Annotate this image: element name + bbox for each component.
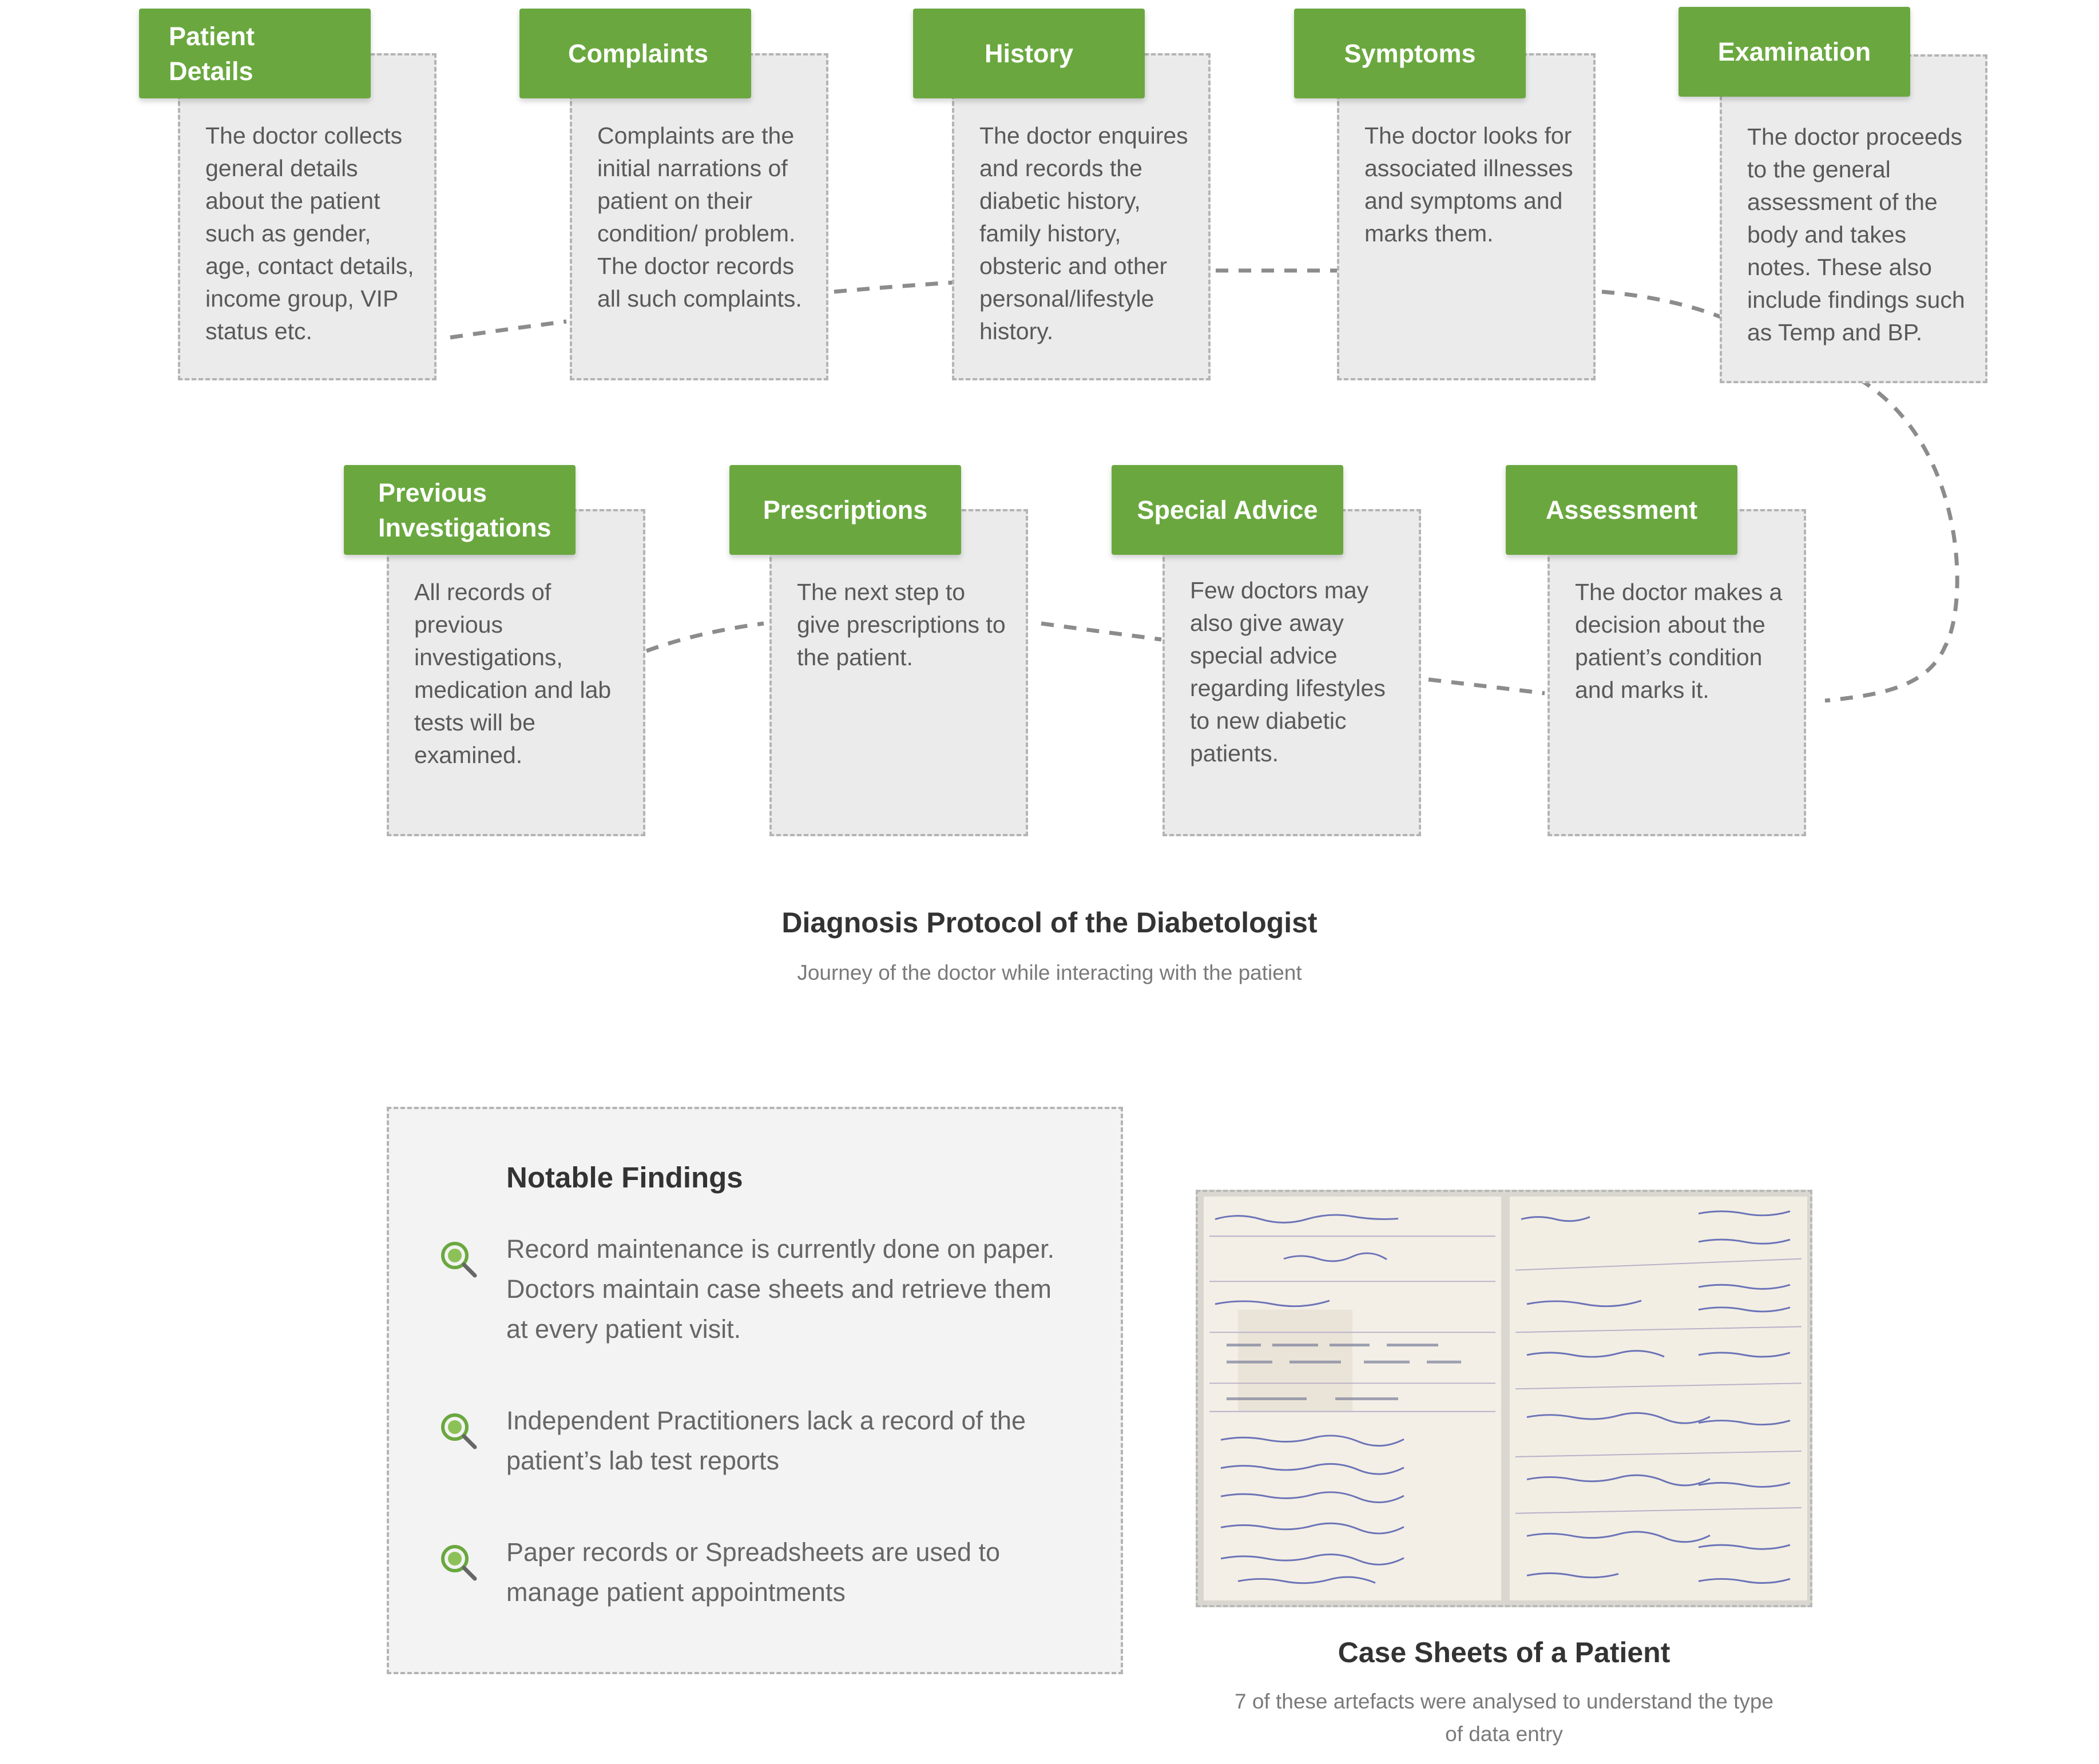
step-title: Prescriptions [763, 495, 928, 525]
step-description: All records of previous investigations, … [414, 579, 612, 768]
step-description: The doctor looks for associated illnesse… [1364, 122, 1573, 247]
step-header-special-advice: Special Advice [1112, 465, 1343, 555]
connector-1-2 [450, 319, 567, 340]
step-header-symptoms: Symptoms [1294, 9, 1526, 98]
step-description: The next step to give prescriptions to t… [797, 579, 1006, 670]
magnifier-icon [441, 1413, 477, 1449]
findings-title: Notable Findings [506, 1161, 743, 1194]
case-sheets-title: Case Sheets of a Patient [1338, 1636, 1671, 1668]
finding-text: Independent Practitioners lack a record … [506, 1406, 1026, 1475]
connector-6-7 [1428, 677, 1545, 696]
magnifier-icon [441, 1545, 477, 1581]
step-header-examination: Examination [1679, 7, 1910, 97]
step-card-patient-details: The doctor collects general details abou… [178, 53, 437, 380]
step-card-special-advice: Few doctors may also give away special a… [1162, 509, 1421, 836]
notable-findings-panel: Notable Findings Record maintenance is c… [387, 1107, 1123, 1674]
step-header-complaints: Complaints [519, 9, 751, 98]
step-header-previous-investigations: Previous Investigations [344, 465, 576, 555]
step-card-previous-investigations: All records of previous investigations, … [387, 509, 645, 836]
finding-item: Record maintenance is currently done on … [441, 1229, 1078, 1349]
case-sheet-right [1510, 1197, 1807, 1600]
connector-5-6 [1824, 378, 1959, 703]
case-sheets-subtitle: 7 of these artefacts were analysed to un… [1234, 1690, 1774, 1746]
step-card-symptoms: The doctor looks for associated illnesse… [1337, 53, 1596, 380]
step-card-history: The doctor enquires and records the diab… [952, 53, 1211, 380]
step-title: Symptoms [1344, 39, 1476, 68]
step-card-examination: The doctor proceeds to the general asses… [1720, 54, 1987, 383]
protocol-subtitle: Journey of the doctor while interacting … [797, 961, 1302, 984]
step-title: History [984, 39, 1074, 68]
step-header-patient-details: Patient Details [139, 9, 371, 98]
step-description: The doctor collects general details abou… [205, 122, 414, 344]
magnifier-icon [441, 1242, 477, 1278]
connector-2-3 [834, 280, 962, 294]
step-title: Complaints [568, 39, 709, 68]
step-description: Few doctors may also give away special a… [1190, 577, 1386, 766]
connector-8-9 [645, 621, 764, 653]
step-header-assessment: Assessment [1506, 465, 1737, 555]
step-card-complaints: Complaints are the initial narrations of… [570, 53, 828, 380]
step-card-assessment: The doctor makes a decision about the pa… [1548, 509, 1806, 836]
step-title: Examination [1717, 37, 1871, 66]
case-sheet-left [1204, 1197, 1501, 1600]
protocol-title: Diagnosis Protocol of the Diabetologist [781, 907, 1318, 939]
step-title: Assessment [1545, 495, 1698, 525]
step-title: Previous Investigations [378, 478, 551, 542]
step-description: Complaints are the initial narrations of… [597, 122, 802, 312]
step-description: The doctor proceeds to the general asses… [1747, 124, 1965, 345]
connector-7-8 [1041, 621, 1162, 642]
step-card-prescriptions: The next step to give prescriptions to t… [769, 509, 1028, 836]
step-header-history: History [913, 9, 1145, 98]
step-description: The doctor makes a decision about the pa… [1575, 579, 1783, 703]
step-description: The doctor enquires and records the diab… [979, 122, 1188, 344]
step-header-prescriptions: Prescriptions [729, 465, 961, 555]
case-sheets-photo [1196, 1190, 1812, 1607]
finding-text: Paper records or Spreadsheets are used t… [506, 1537, 1000, 1607]
finding-text: Record maintenance is currently done on … [506, 1234, 1055, 1344]
finding-item: Independent Practitioners lack a record … [441, 1401, 1078, 1481]
step-title: Special Advice [1137, 495, 1318, 525]
finding-item: Paper records or Spreadsheets are used t… [441, 1532, 1078, 1612]
connector-4-5 [1601, 289, 1723, 320]
step-title: Patient Details [169, 21, 255, 86]
